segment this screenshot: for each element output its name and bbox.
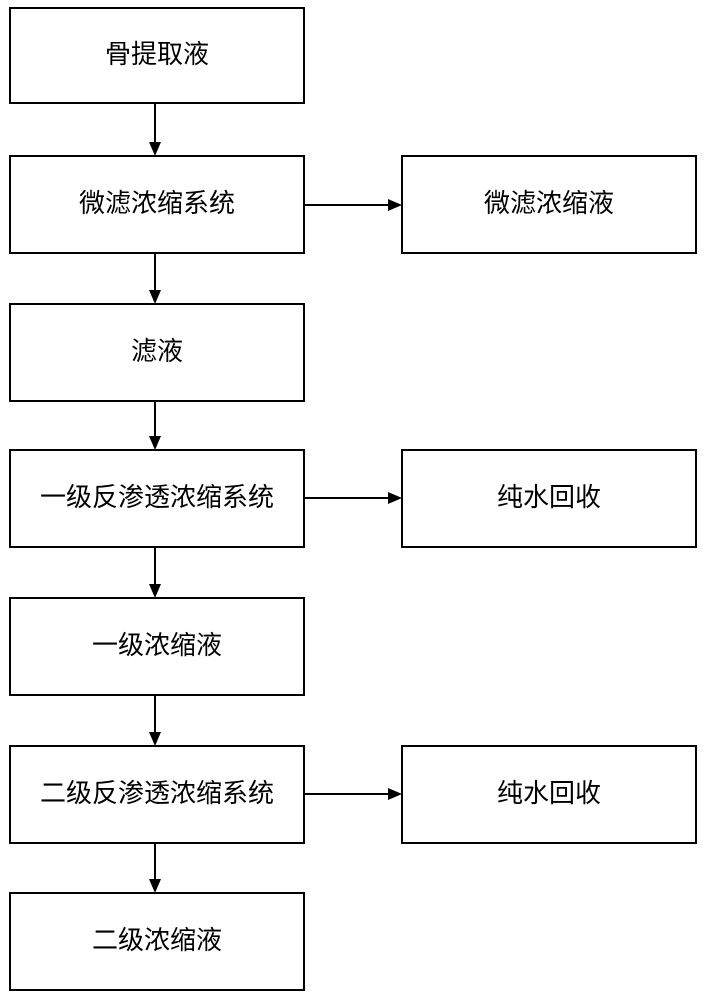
node-ro1-system: 一级反渗透浓缩系统 <box>9 449 305 548</box>
arrow-ro1-to-concentrate <box>149 547 161 598</box>
node-filtrate-label: 滤液 <box>131 337 183 367</box>
arrow-ro1-to-pure-water <box>304 492 402 504</box>
arrow-ro2-to-pure-water <box>304 788 402 800</box>
node-ro1-concentrate-label: 一级浓缩液 <box>92 631 222 661</box>
node-pure-water-2-label: 纯水回收 <box>497 779 601 809</box>
node-pure-water-1: 纯水回收 <box>401 449 697 548</box>
arrow-microfiltration-to-concentrate <box>304 199 402 211</box>
arrow-concentrate-to-ro2 <box>149 695 161 746</box>
node-microfiltration-system-label: 微滤浓缩系统 <box>79 189 235 219</box>
node-ro1-system-label: 一级反渗透浓缩系统 <box>40 483 274 513</box>
node-ro2-concentrate-label: 二级浓缩液 <box>92 926 222 956</box>
node-pure-water-2: 纯水回收 <box>401 745 697 844</box>
node-ro2-system: 二级反渗透浓缩系统 <box>9 745 305 844</box>
node-ro2-system-label: 二级反渗透浓缩系统 <box>40 779 274 809</box>
node-filtrate: 滤液 <box>9 303 305 402</box>
arrow-filtrate-to-ro1 <box>149 401 161 450</box>
node-bone-extract-label: 骨提取液 <box>105 40 209 70</box>
node-ro2-concentrate: 二级浓缩液 <box>9 892 305 991</box>
node-ro1-concentrate: 一级浓缩液 <box>9 597 305 696</box>
node-pure-water-1-label: 纯水回收 <box>497 483 601 513</box>
node-bone-extract: 骨提取液 <box>9 7 305 104</box>
node-microfiltration-concentrate: 微滤浓缩液 <box>401 155 697 254</box>
node-microfiltration-concentrate-label: 微滤浓缩液 <box>484 189 614 219</box>
arrow-microfiltration-to-filtrate <box>149 253 161 304</box>
node-microfiltration-system: 微滤浓缩系统 <box>9 155 305 254</box>
arrow-ro2-to-concentrate <box>149 843 161 893</box>
arrow-extract-to-microfiltration <box>149 103 161 156</box>
